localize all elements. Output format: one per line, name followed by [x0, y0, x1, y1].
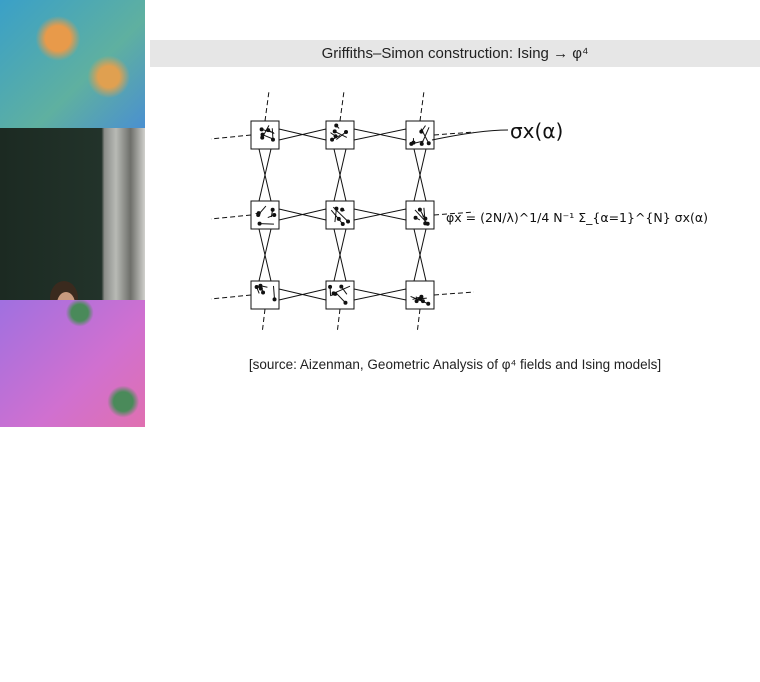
spin-block	[251, 121, 279, 149]
griffiths-simon-diagram: σx(α) φx = (2N/λ)^1/4 N⁻¹ Σ_{α=1}^{N} σx…	[210, 90, 750, 330]
slide-title: Griffiths–Simon construction: Ising → φ⁴	[150, 40, 760, 67]
spin-label: σx(α)	[510, 119, 563, 143]
speaker-camera	[0, 128, 145, 300]
spin-pointer-arrow	[432, 130, 508, 140]
formula: φx = (2N/λ)^1/4 N⁻¹ Σ_{α=1}^{N} σx(α)	[446, 210, 708, 225]
spin-block	[326, 121, 354, 149]
slide-caption: [source: Aizenman, Geometric Analysis of…	[150, 357, 760, 372]
spin-block	[326, 201, 354, 229]
spin-block	[251, 281, 279, 309]
ihes-logo-panel: IHES	[0, 300, 145, 427]
ihes-logo: IHES	[38, 666, 73, 682]
video-thumbnail-top	[0, 0, 145, 128]
